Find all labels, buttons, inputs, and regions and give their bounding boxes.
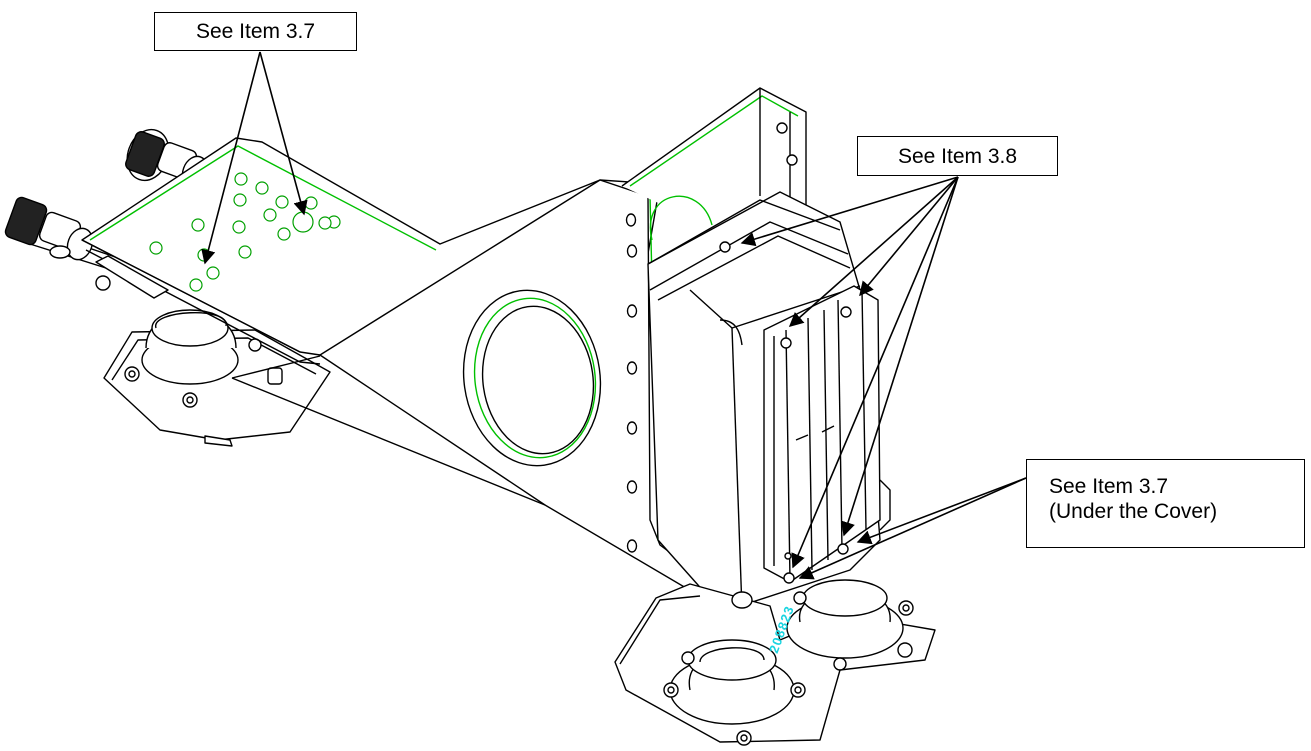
- base-fasteners: [663, 591, 914, 746]
- leader-3-7-c: [856, 477, 1027, 545]
- leader-3-7-a: [201, 51, 261, 265]
- callout-label: See Item 3.7: [195, 20, 316, 43]
- rear-shock-mount: [103, 309, 331, 447]
- front-cover: [763, 285, 881, 584]
- front-shock-mounts: [614, 579, 936, 746]
- unit-housing: [647, 191, 891, 613]
- leader-3-8-b: [859, 176, 959, 297]
- bracket-holes: [625, 213, 638, 553]
- callout-label: See Item 3.8: [897, 145, 1018, 168]
- leader-3-7-b: [259, 51, 308, 216]
- callout-line-2: (Under the Cover): [1049, 500, 1218, 523]
- leader-3-8-d: [841, 176, 959, 537]
- callout-item-3-7-top: See Item 3.7: [154, 12, 357, 51]
- callout-item-3-7-under-cover: See Item 3.7 (Under the Cover): [1026, 459, 1305, 548]
- leader-3-7-d: [798, 477, 1027, 580]
- callout-line-1: See Item 3.7: [1049, 475, 1169, 498]
- side-bracket: [231, 179, 741, 609]
- leader-3-8-e: [791, 176, 959, 569]
- leader-3-8-a: [740, 176, 959, 247]
- lower-knob: [4, 196, 94, 261]
- leader-lines: [201, 51, 1027, 580]
- cover-fasteners: [780, 306, 852, 584]
- callout-item-3-8: See Item 3.8: [857, 136, 1058, 176]
- leader-3-8-c: [788, 176, 959, 327]
